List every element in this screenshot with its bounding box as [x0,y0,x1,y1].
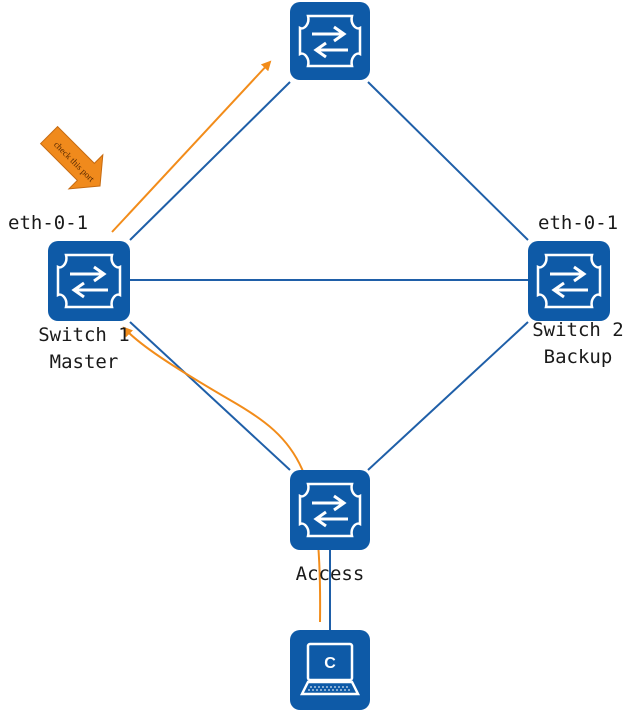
link-switch1-access [129,321,291,471]
link-switch1-top [129,81,291,241]
switch-access[interactable] [290,470,370,550]
annotation-arrow-icon: check this port [39,125,104,190]
switch-icon [290,2,370,80]
laptop-icon: C [290,630,370,710]
switch2-name-label: Switch 2 [532,319,624,341]
switch1-port-label: eth-0-1 [8,212,89,234]
switch-2[interactable] [528,241,610,321]
links [129,81,529,630]
link-switch2-access [367,321,529,471]
switch1-role-label: Master [49,351,119,373]
link-top-switch2 [367,81,529,241]
laptop-screen-glyph: C [324,655,336,672]
switch-icon [528,241,610,321]
switch-top[interactable] [290,2,370,80]
switch-icon [290,470,370,550]
switch-icon [48,241,130,321]
switch1-name-label: Switch 1 [38,324,130,346]
pc-node[interactable]: C [290,630,370,710]
access-name-label: Access [295,563,365,585]
switch2-role-label: Backup [543,346,613,368]
path-switch1-to-top [111,60,272,233]
switch2-port-label: eth-0-1 [538,212,619,234]
switch-1[interactable] [48,241,130,321]
